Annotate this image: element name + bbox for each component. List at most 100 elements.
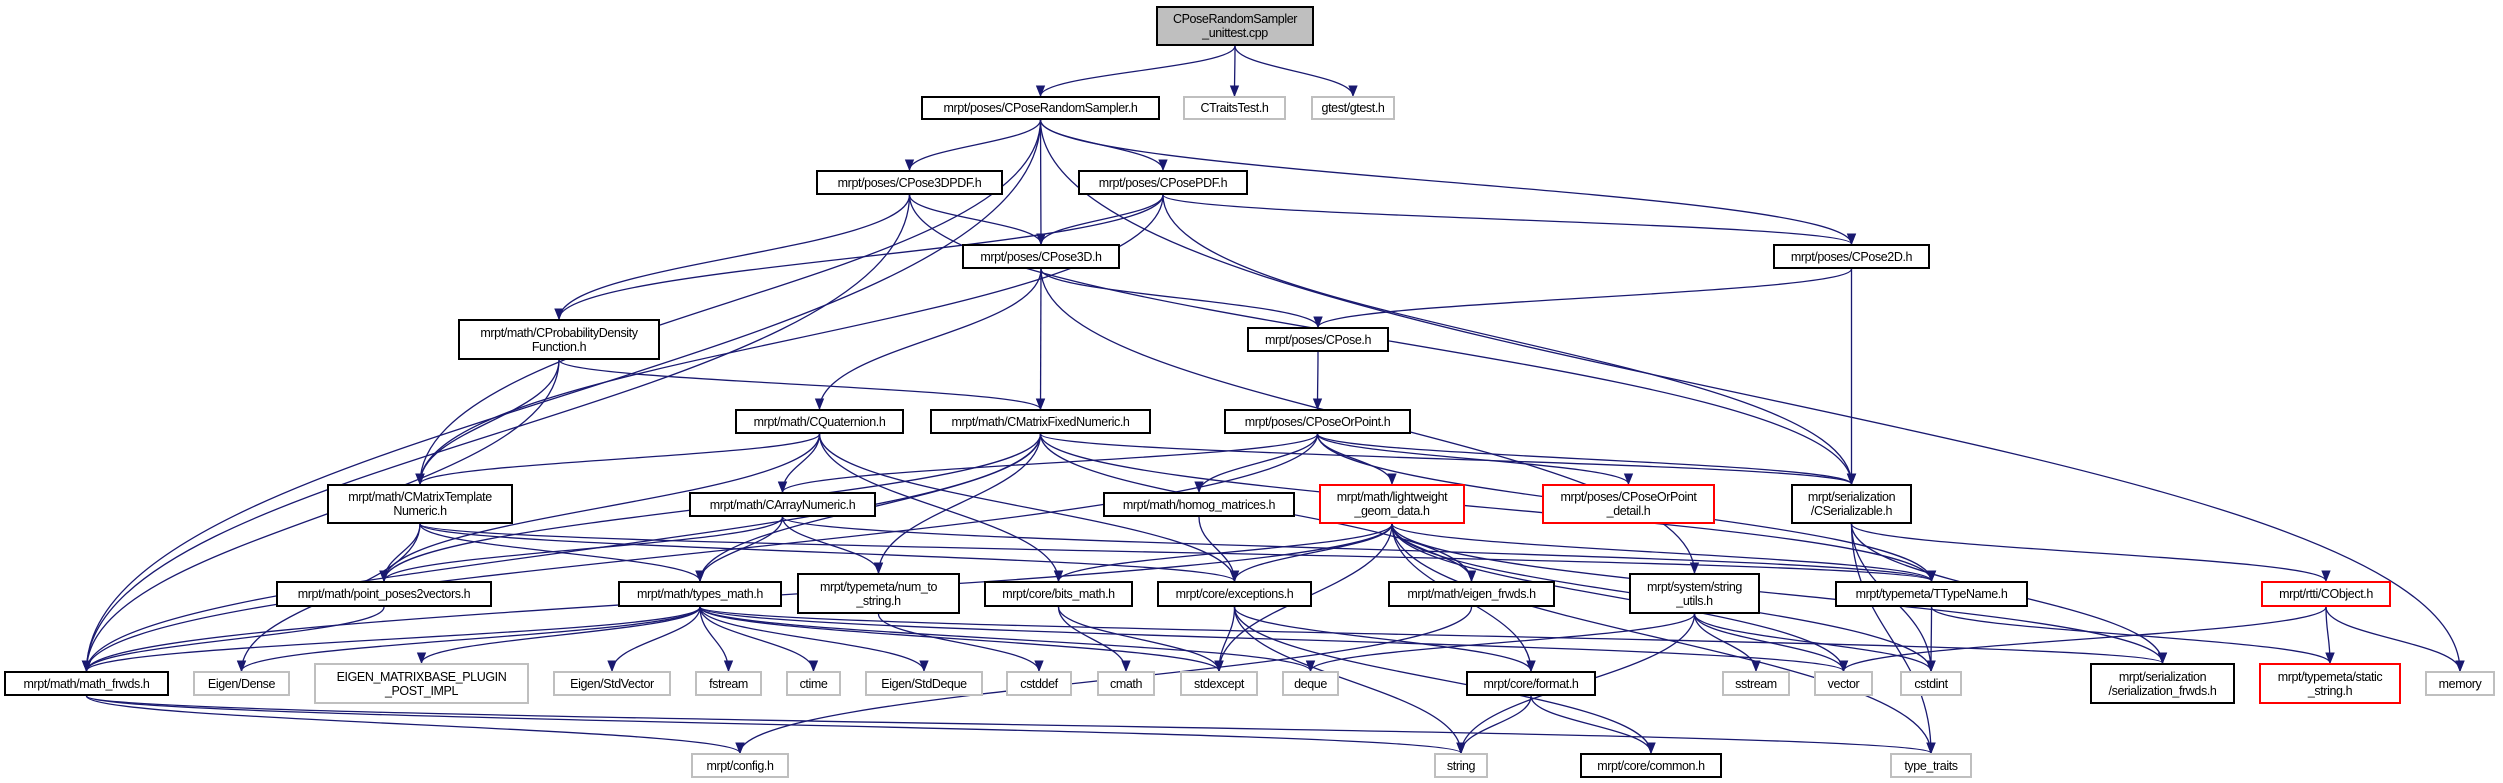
- node-label: Eigen/StdDeque: [881, 676, 967, 691]
- node-typetraits[interactable]: type_traits: [1890, 753, 1972, 778]
- node-label: _geom_data.h: [1354, 504, 1430, 518]
- node-format[interactable]: mrpt/core/format.h: [1466, 671, 1596, 696]
- node-typesmath[interactable]: mrpt/math/types_math.h: [618, 581, 782, 607]
- edge-typesmath-to-stdvector: [607, 606, 701, 673]
- node-label: sstream: [1735, 676, 1777, 691]
- node-pose[interactable]: mrpt/poses/CPose.h: [1247, 327, 1389, 352]
- node-serfrwds[interactable]: mrpt/serialization/serialization_frwds.h: [2090, 663, 2235, 704]
- node-fstream[interactable]: fstream: [695, 671, 762, 696]
- node-root[interactable]: CPoseRandomSampler_unittest.cpp: [1156, 6, 1314, 46]
- edge-pp2v-to-mathfrwds: [81, 606, 385, 673]
- edge-cobject-to-vector: [1838, 606, 2327, 673]
- edge-sampler-to-pose3dpdf: [904, 119, 1042, 172]
- edge-typesmath-to-stdexcept: [699, 606, 1224, 673]
- node-label: Eigen/Dense: [207, 676, 276, 691]
- node-label: type_traits: [1904, 758, 1958, 773]
- edge-typesmath-to-eigenplugin: [416, 606, 701, 665]
- node-cmath[interactable]: cmath: [1097, 671, 1155, 696]
- node-strutils[interactable]: mrpt/system/string_utils.h: [1629, 573, 1760, 614]
- node-pp2v[interactable]: mrpt/math/point_poses2vectors.h: [276, 581, 492, 607]
- edge-pose-to-poseorpoint: [1312, 351, 1323, 411]
- node-ctime[interactable]: ctime: [786, 671, 841, 696]
- node-label: stdexcept: [1194, 676, 1244, 691]
- node-stdexcept[interactable]: stdexcept: [1180, 671, 1258, 696]
- node-memory[interactable]: memory: [2425, 671, 2495, 696]
- node-cstdint[interactable]: cstdint: [1900, 671, 1962, 696]
- node-cstddef[interactable]: cstddef: [1006, 671, 1072, 696]
- node-label: mrpt/math/eigen_frwds.h: [1407, 587, 1536, 601]
- node-exceptions[interactable]: mrpt/core/exceptions.h: [1157, 581, 1312, 607]
- node-vector[interactable]: vector: [1814, 671, 1873, 696]
- node-label: deque: [1294, 676, 1327, 691]
- node-ctraits[interactable]: CTraitsTest.h: [1183, 96, 1286, 120]
- node-sstream[interactable]: sstream: [1722, 671, 1790, 696]
- edge-root-to-sampler: [1035, 45, 1236, 98]
- edge-sampler-to-memory: [1039, 119, 2465, 673]
- node-fixed[interactable]: mrpt/math/CMatrixFixedNumeric.h: [930, 409, 1151, 434]
- node-common[interactable]: mrpt/core/common.h: [1580, 753, 1722, 778]
- node-pdetail[interactable]: mrpt/poses/CPoseOrPoint_detail.h: [1542, 484, 1715, 524]
- node-label: EIGEN_MATRIXBASE_PLUGIN: [336, 669, 507, 684]
- edge-pose2d-to-pose: [1313, 268, 1853, 329]
- node-gtest[interactable]: gtest/gtest.h: [1311, 96, 1395, 120]
- edge-lwgeom-to-vector: [1391, 523, 1849, 673]
- edge-arraynum-to-ttypename: [781, 516, 1936, 583]
- edge-poseorpoint-to-mathfrwds: [81, 433, 1319, 673]
- node-label: mrpt/core/exceptions.h: [1175, 587, 1294, 601]
- node-label: cstddef: [1020, 676, 1058, 691]
- edge-pose3dpdf-to-pose3d: [908, 194, 1046, 246]
- edge-posepdf-to-serializable: [1162, 194, 1857, 486]
- node-eigenfrwds[interactable]: mrpt/math/eigen_frwds.h: [1388, 581, 1555, 607]
- node-label: mrpt/poses/CPoseOrPoint: [1560, 490, 1697, 504]
- node-label: mrpt/typemeta/num_to: [819, 579, 938, 594]
- node-poseorpoint[interactable]: mrpt/poses/CPoseOrPoint.h: [1224, 409, 1411, 434]
- edge-strutils-to-sstream: [1693, 613, 1761, 673]
- node-homog[interactable]: mrpt/math/homog_matrices.h: [1103, 492, 1295, 517]
- edge-probdens-to-tmpl: [415, 359, 560, 486]
- node-label: mrpt/poses/CPose3D.h: [980, 249, 1102, 264]
- node-posepdf[interactable]: mrpt/poses/CPosePDF.h: [1078, 170, 1248, 195]
- edge-cobject-to-staticstr: [2325, 606, 2335, 665]
- node-stddeque[interactable]: Eigen/StdDeque: [865, 671, 983, 696]
- edge-exceptions-to-format: [1233, 606, 1536, 673]
- node-bitsmath[interactable]: mrpt/core/bits_math.h: [984, 581, 1133, 607]
- node-label: mrpt/system/string: [1647, 579, 1742, 594]
- node-ttypename[interactable]: mrpt/typemeta/TTypeName.h: [1835, 581, 2028, 607]
- node-arraynum[interactable]: mrpt/math/CArrayNumeric.h: [689, 492, 876, 517]
- node-sampler[interactable]: mrpt/poses/CPoseRandomSampler.h: [921, 96, 1160, 120]
- edge-arraynum-to-pp2v: [379, 516, 784, 583]
- node-cobject[interactable]: mrpt/rtti/CObject.h: [2261, 581, 2391, 607]
- edge-posepdf-to-pose2d: [1162, 194, 1856, 246]
- edge-sampler-to-pose2d: [1039, 119, 1857, 246]
- node-label: mrpt/config.h: [706, 758, 774, 773]
- edge-format-to-common: [1530, 695, 1656, 755]
- edge-poseorpoint-to-serializable: [1316, 433, 1856, 486]
- node-eigendense[interactable]: Eigen/Dense: [193, 671, 290, 696]
- node-label: cmath: [1109, 676, 1143, 691]
- node-label: mrpt/math/math_frwds.h: [23, 676, 150, 691]
- node-quat[interactable]: mrpt/math/CQuaternion.h: [735, 409, 904, 434]
- node-mathfrwds[interactable]: mrpt/math/math_frwds.h: [4, 671, 169, 696]
- edge-poseorpoint-to-homog: [1194, 433, 1319, 494]
- node-serializable[interactable]: mrpt/serialization/CSerializable.h: [1791, 484, 1912, 524]
- edge-tmpl-to-typesmath: [419, 523, 705, 583]
- edge-typesmath-to-eigendense: [236, 606, 701, 673]
- node-pose3d[interactable]: mrpt/poses/CPose3D.h: [962, 244, 1120, 269]
- edge-fixed-to-numtostr: [873, 433, 1042, 575]
- node-pose3dpdf[interactable]: mrpt/poses/CPose3DPDF.h: [816, 170, 1003, 195]
- node-config[interactable]: mrpt/config.h: [691, 753, 789, 778]
- node-lwgeom[interactable]: mrpt/math/lightweight_geom_data.h: [1319, 484, 1465, 524]
- node-stdvector[interactable]: Eigen/StdVector: [553, 671, 671, 696]
- node-deque[interactable]: deque: [1282, 671, 1339, 696]
- node-pose2d[interactable]: mrpt/poses/CPose2D.h: [1773, 244, 1930, 269]
- node-string[interactable]: string: [1434, 753, 1488, 778]
- node-label: mrpt/math/CArrayNumeric.h: [709, 497, 856, 512]
- node-numtostr[interactable]: mrpt/typemeta/num_to_string.h: [797, 573, 960, 614]
- node-eigenplugin[interactable]: EIGEN_MATRIXBASE_PLUGIN_POST_IMPL: [314, 663, 529, 704]
- node-label: mrpt/math/CProbabilityDensity: [480, 325, 638, 340]
- node-staticstr[interactable]: mrpt/typemeta/static_string.h: [2259, 663, 2401, 704]
- edge-exceptions-to-stdexcept: [1214, 606, 1236, 673]
